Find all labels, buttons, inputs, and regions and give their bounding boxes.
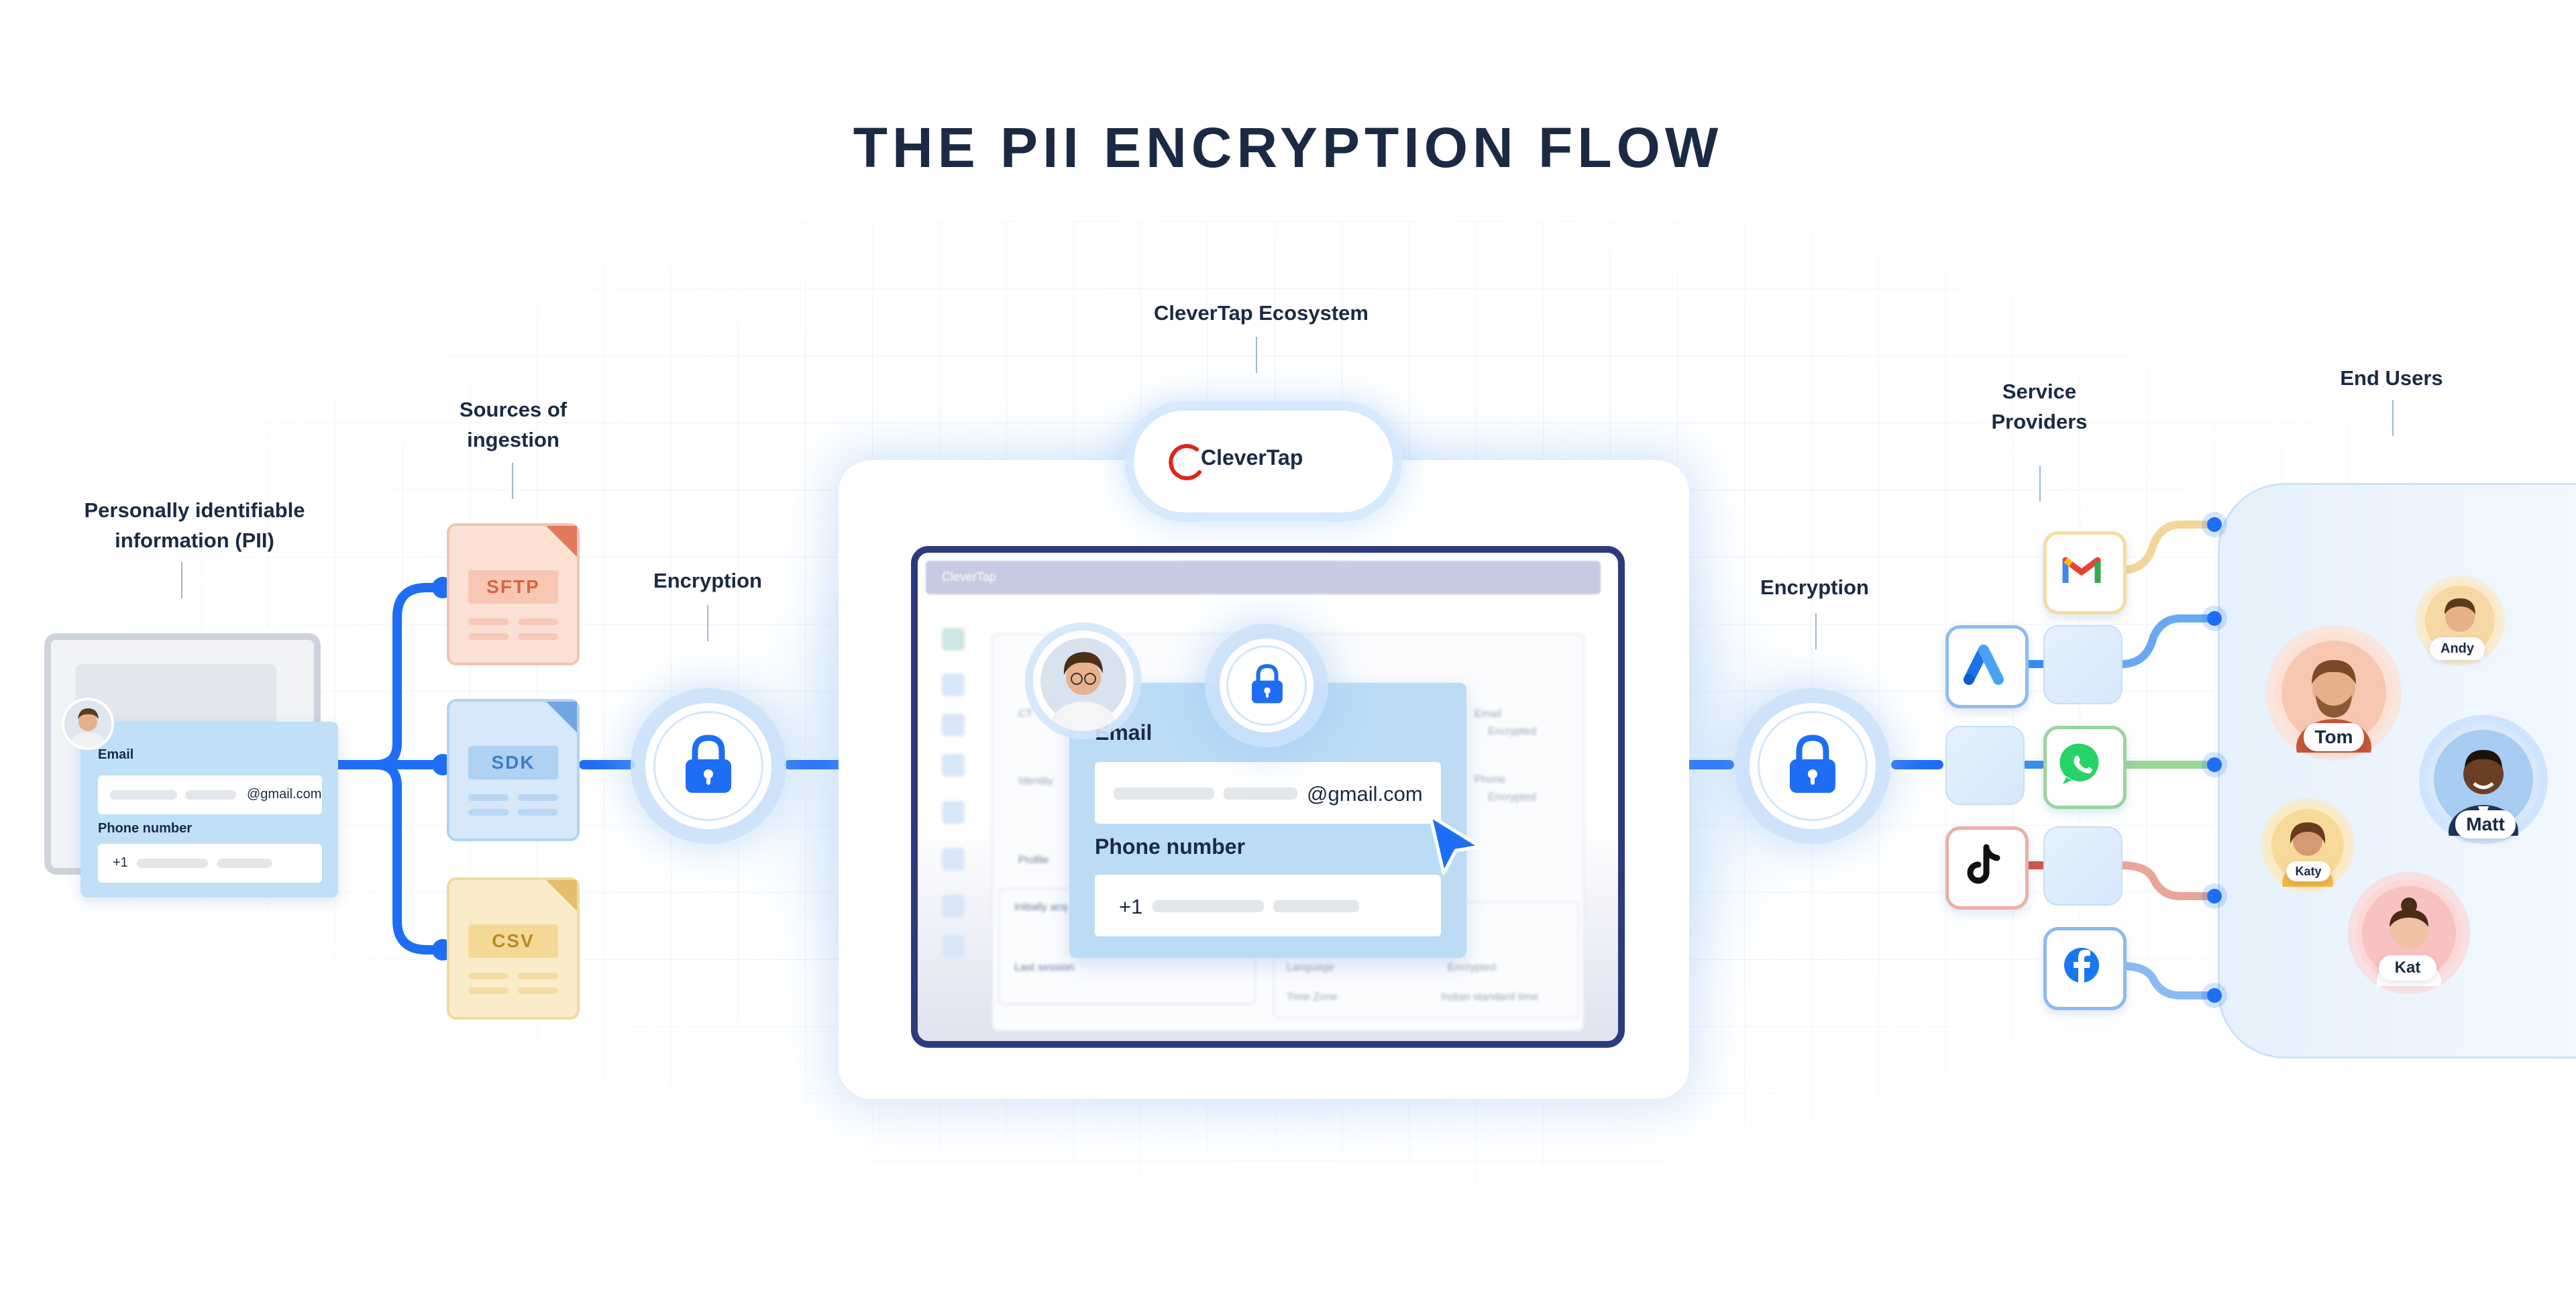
tick-end-users [2392,400,2394,436]
label-sources: Sources of ingestion [459,398,568,451]
page-title: THE PII ENCRYPTION FLOW [853,116,1723,179]
google-ads-icon [1945,625,2029,708]
tick-sources [512,463,513,499]
pii-email-value: @gmail.com [247,787,322,802]
form-phone-field[interactable]: +1 [1095,875,1441,936]
pii-phone-field: +1 [98,844,322,883]
clevertap-logo-pill: CleverTap [1134,411,1393,512]
tiktok-icon [1945,826,2029,910]
lock-icon [1790,734,1835,793]
pii-user-avatar [62,698,114,750]
encryption-lock-center [1220,639,1313,732]
label-service-providers: Service Providers [1991,380,2088,433]
clevertap-brand: CleverTap [1201,445,1303,470]
connector-dot [2207,517,2222,532]
service-placeholder-tile [2043,625,2123,704]
pii-phone-value: +1 [113,855,128,870]
label-end-users: End Users [2340,366,2443,390]
form-phone-label: Phone number [1095,834,1246,859]
facebook-icon [2043,927,2127,1010]
lock-icon [1252,663,1283,704]
user-name-katy: Katy [2286,861,2330,881]
file-csv-icon: CSV [447,877,580,1020]
connector-dot [2207,611,2222,626]
connector-dot [2207,889,2222,904]
user-name-matt: Matt [2455,810,2516,838]
dashboard-topbar: CleverTap [926,561,1601,594]
label-encryption-left: Encryption [653,569,762,592]
file-sdk-icon: SDK [447,699,580,841]
user-name-andy: Andy [2430,637,2485,660]
form-phone-value: +1 [1119,895,1143,918]
pii-email-field: @gmail.com [98,775,322,814]
encrypted-form-card: Email @gmail.com Phone number +1 [1069,683,1466,958]
encryption-lock-left [645,703,771,829]
dashboard-title: CleverTap [942,570,997,584]
label-ecosystem: CleverTap Ecosystem [1154,301,1368,325]
tick-service-providers [2039,466,2041,502]
ecosystem-user-avatar [1033,631,1134,731]
pii-phone-label: Phone number [98,821,193,836]
whatsapp-icon [2043,726,2127,809]
connector-dot [2207,757,2222,772]
tick-encryption-right [1815,613,1817,649]
label-encryption-right: Encryption [1760,576,1869,599]
file-csv-label: CSV [468,924,558,958]
pii-form-card: Email @gmail.com Phone number +1 [80,722,338,897]
pii-email-label: Email [98,747,134,762]
user-name-tom: Tom [2304,723,2364,751]
gmail-icon [2043,531,2127,614]
cursor-pointer-icon [1428,814,1482,875]
user-name-kat: Kat [2379,955,2436,981]
encryption-lock-right [1750,703,1876,829]
clevertap-logo-icon [1169,443,1201,480]
file-sftp-icon: SFTP [447,523,580,665]
service-placeholder-tile [2043,826,2123,906]
connector-dot [2207,988,2222,1003]
file-sftp-label: SFTP [468,570,558,604]
tick-pii [181,562,182,598]
form-email-value: @gmail.com [1307,782,1423,806]
lock-icon [686,734,731,793]
tick-encryption-left [707,605,708,641]
form-email-field[interactable]: @gmail.com [1095,762,1441,824]
file-sdk-label: SDK [468,746,558,779]
tick-ecosystem [1256,337,1257,373]
service-placeholder-tile [1945,726,2025,805]
label-pii: Personally identifiable information (PII… [84,498,305,552]
